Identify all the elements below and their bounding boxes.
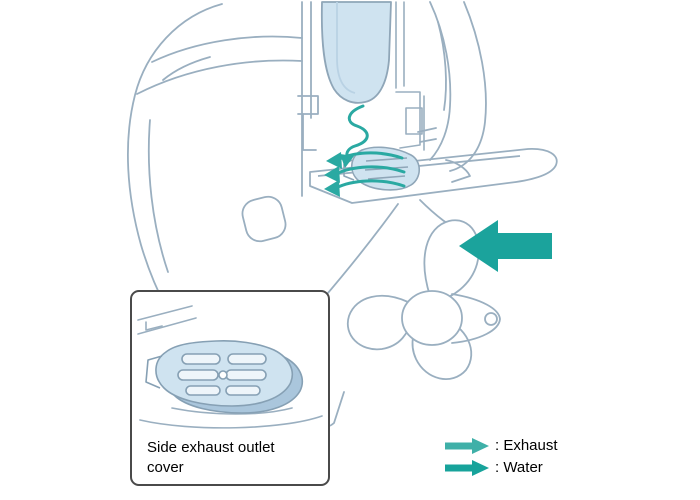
legend-water-label: : Water xyxy=(495,459,543,476)
cutaway-interior xyxy=(395,1,425,151)
exhaust-flow-arrows-icon xyxy=(324,151,406,197)
bracket xyxy=(417,1,487,183)
inset-box: Side exhaust outlet cover xyxy=(130,290,330,486)
water-intake-arrow-icon xyxy=(459,220,552,272)
legend-exhaust-label: : Exhaust xyxy=(495,437,558,454)
exhaust-pipe xyxy=(320,1,392,104)
inset-caption: Side exhaust outlet cover xyxy=(147,439,275,476)
exhaust-arrow-icon xyxy=(445,437,489,454)
propeller xyxy=(346,219,501,380)
side-exhaust-outlet-cover-illustration xyxy=(137,305,323,429)
cover-face xyxy=(145,340,294,407)
legend-item-exhaust: : Exhaust xyxy=(445,437,558,454)
water-arrow-icon xyxy=(445,459,489,476)
legend-item-water: : Water xyxy=(445,459,558,476)
legend: : Exhaust : Water xyxy=(445,437,558,476)
